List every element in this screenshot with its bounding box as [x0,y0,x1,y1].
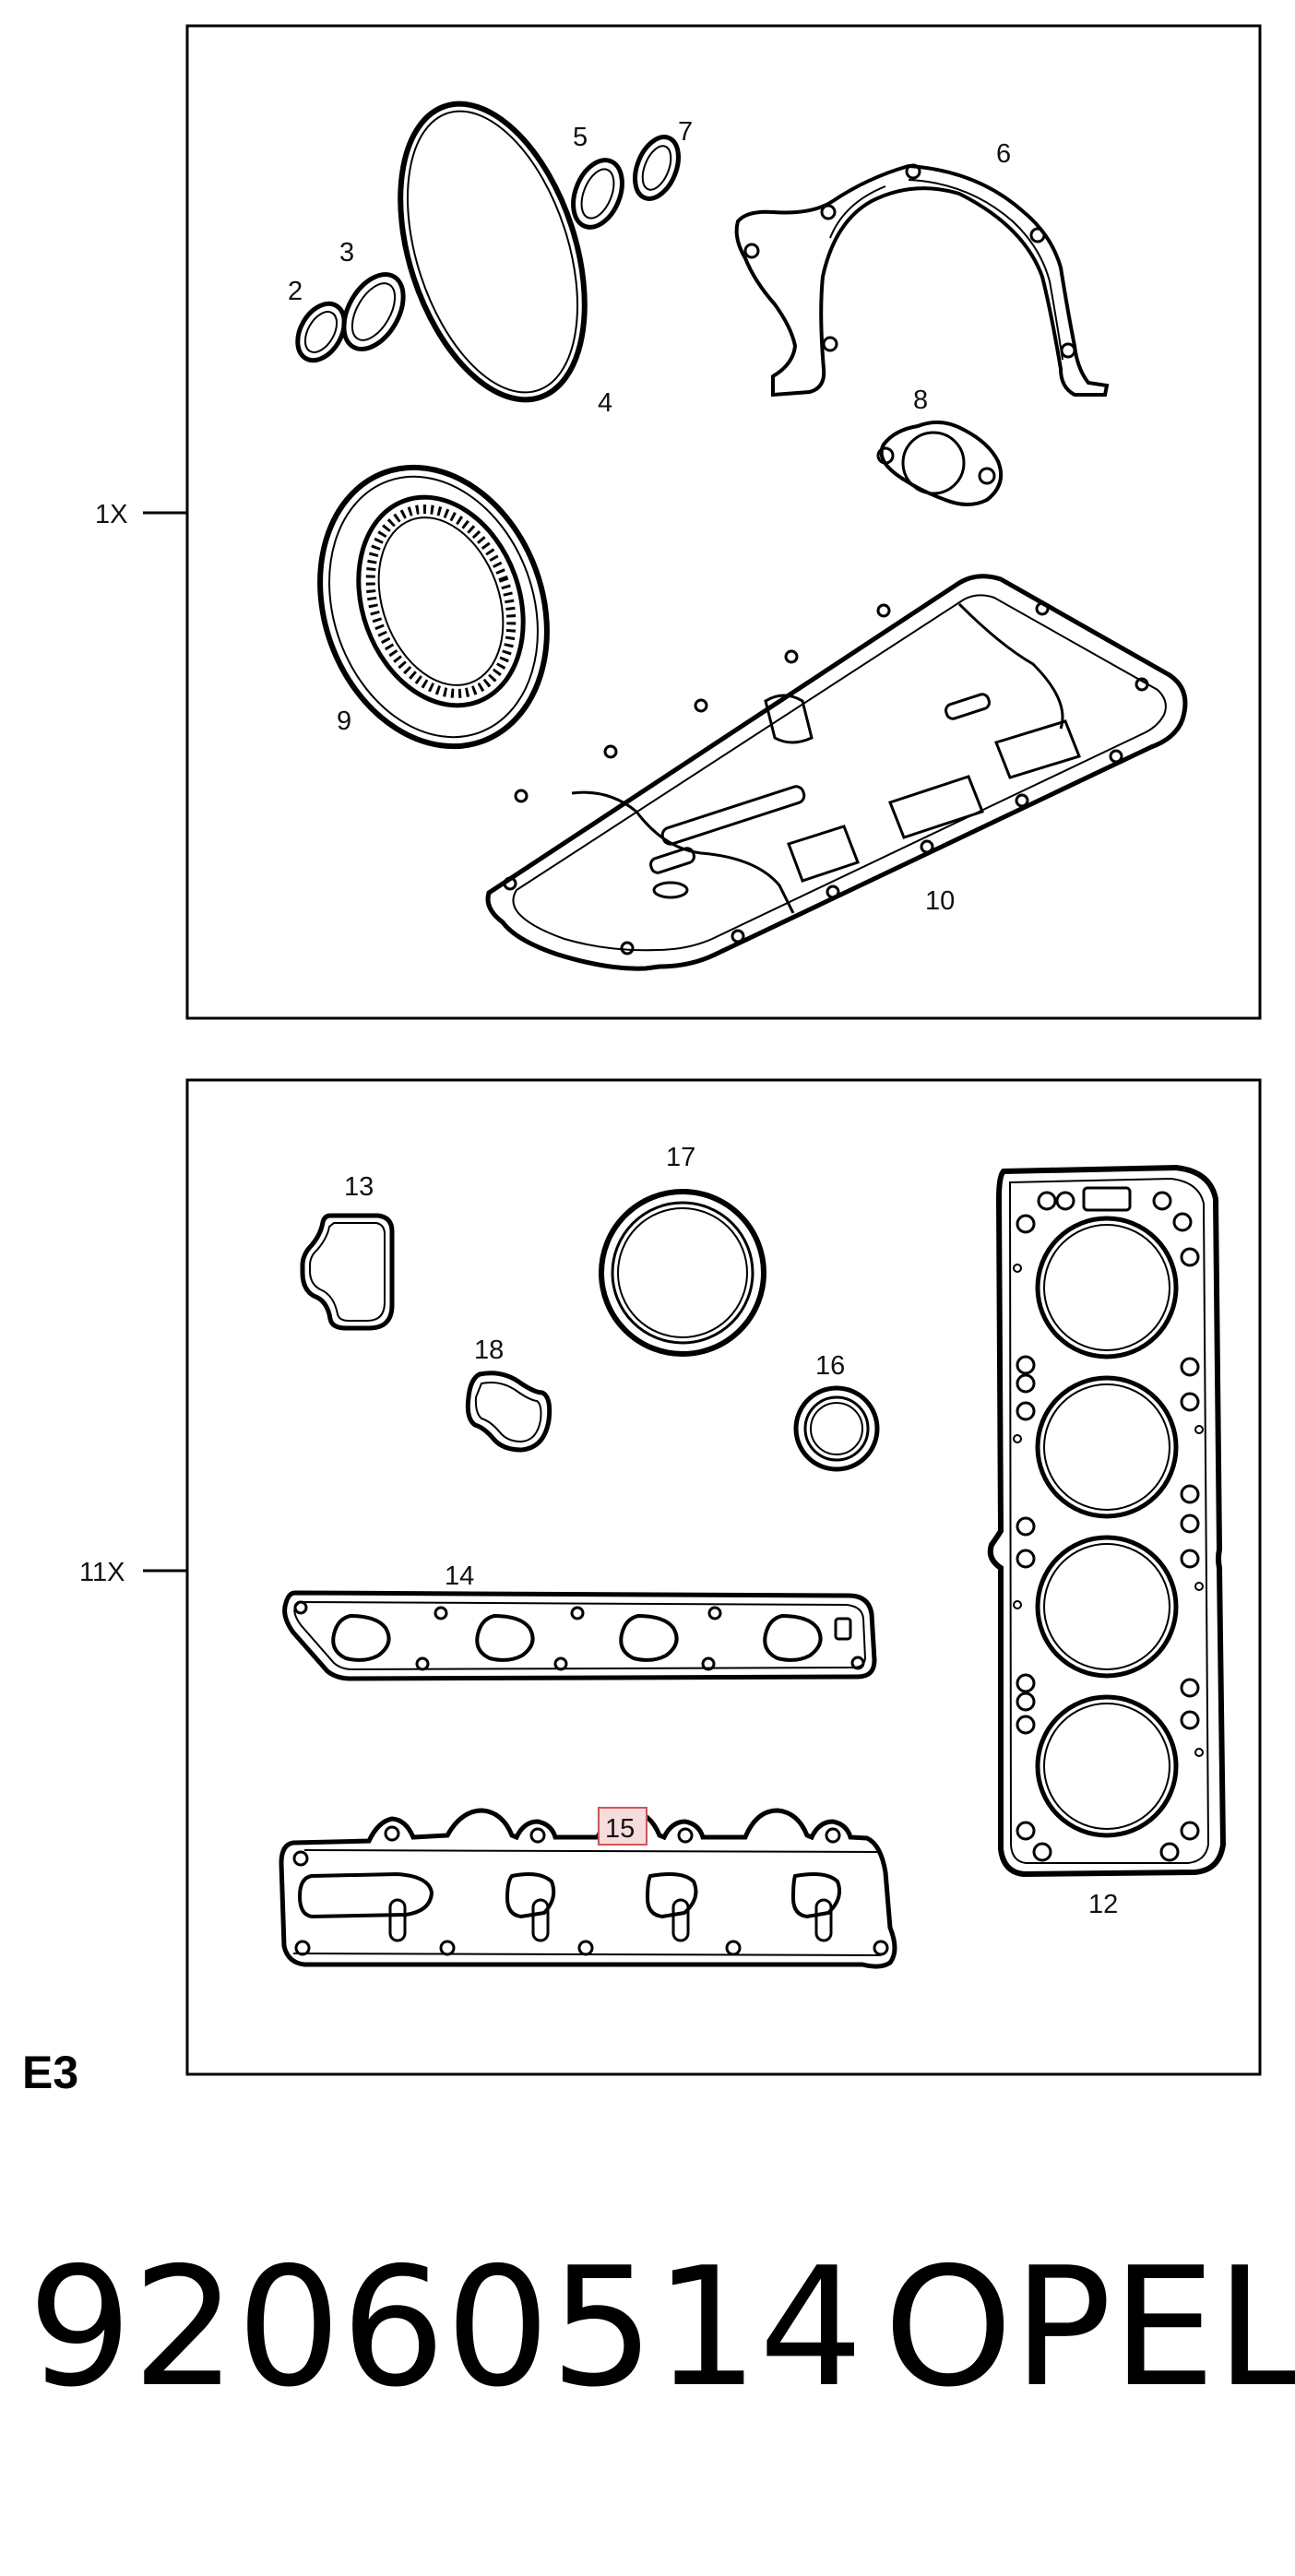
part-number: 92060514 [28,2232,863,2423]
manifold-gasket-14 [282,1590,877,1681]
seal-ring-17 [599,1189,766,1357]
callout-6: 6 [996,139,1011,169]
section-label: E3 [22,2047,79,2098]
seal-ring-2 [295,301,347,363]
seal-ring-7 [633,135,681,201]
callout-9: 9 [337,706,351,736]
cover-gasket-6 [734,163,1110,398]
gasket-18 [465,1371,552,1453]
oil-pan-gasket-10 [485,574,1188,971]
callout-15-highlight [598,1807,648,1846]
callout-14: 14 [445,1561,474,1591]
manifold-gasket-15 [279,1808,897,1969]
callout-8: 8 [913,386,928,415]
callout-18: 18 [474,1335,504,1365]
lower-qty-label: 11X [79,1558,125,1587]
callout-2: 2 [288,277,303,306]
callout-7: 7 [678,117,693,147]
brand-name: OPEL [884,2232,1295,2423]
oil-seal-9 [317,464,550,750]
callout-10: 10 [925,886,955,916]
o-ring-4 [398,101,588,403]
gasket-13 [300,1213,395,1331]
upper-panel-frame [185,24,1262,1020]
callout-12: 12 [1088,1890,1118,1919]
head-gasket-12 [987,1164,1227,1878]
flange-gasket-8 [876,420,1003,506]
callout-16: 16 [815,1351,845,1381]
seal-ring-5 [571,158,624,230]
callout-3: 3 [339,238,354,267]
lower-panel-frame [185,1078,1262,2076]
callout-4: 4 [598,388,612,418]
seal-ring-3 [341,272,406,351]
callout-13: 13 [344,1172,374,1202]
upper-qty-label: 1X [95,500,127,529]
callout-17: 17 [666,1143,695,1172]
callout-15: 15 [605,1814,635,1844]
seal-ring-16 [793,1385,880,1472]
callout-5: 5 [573,123,588,152]
